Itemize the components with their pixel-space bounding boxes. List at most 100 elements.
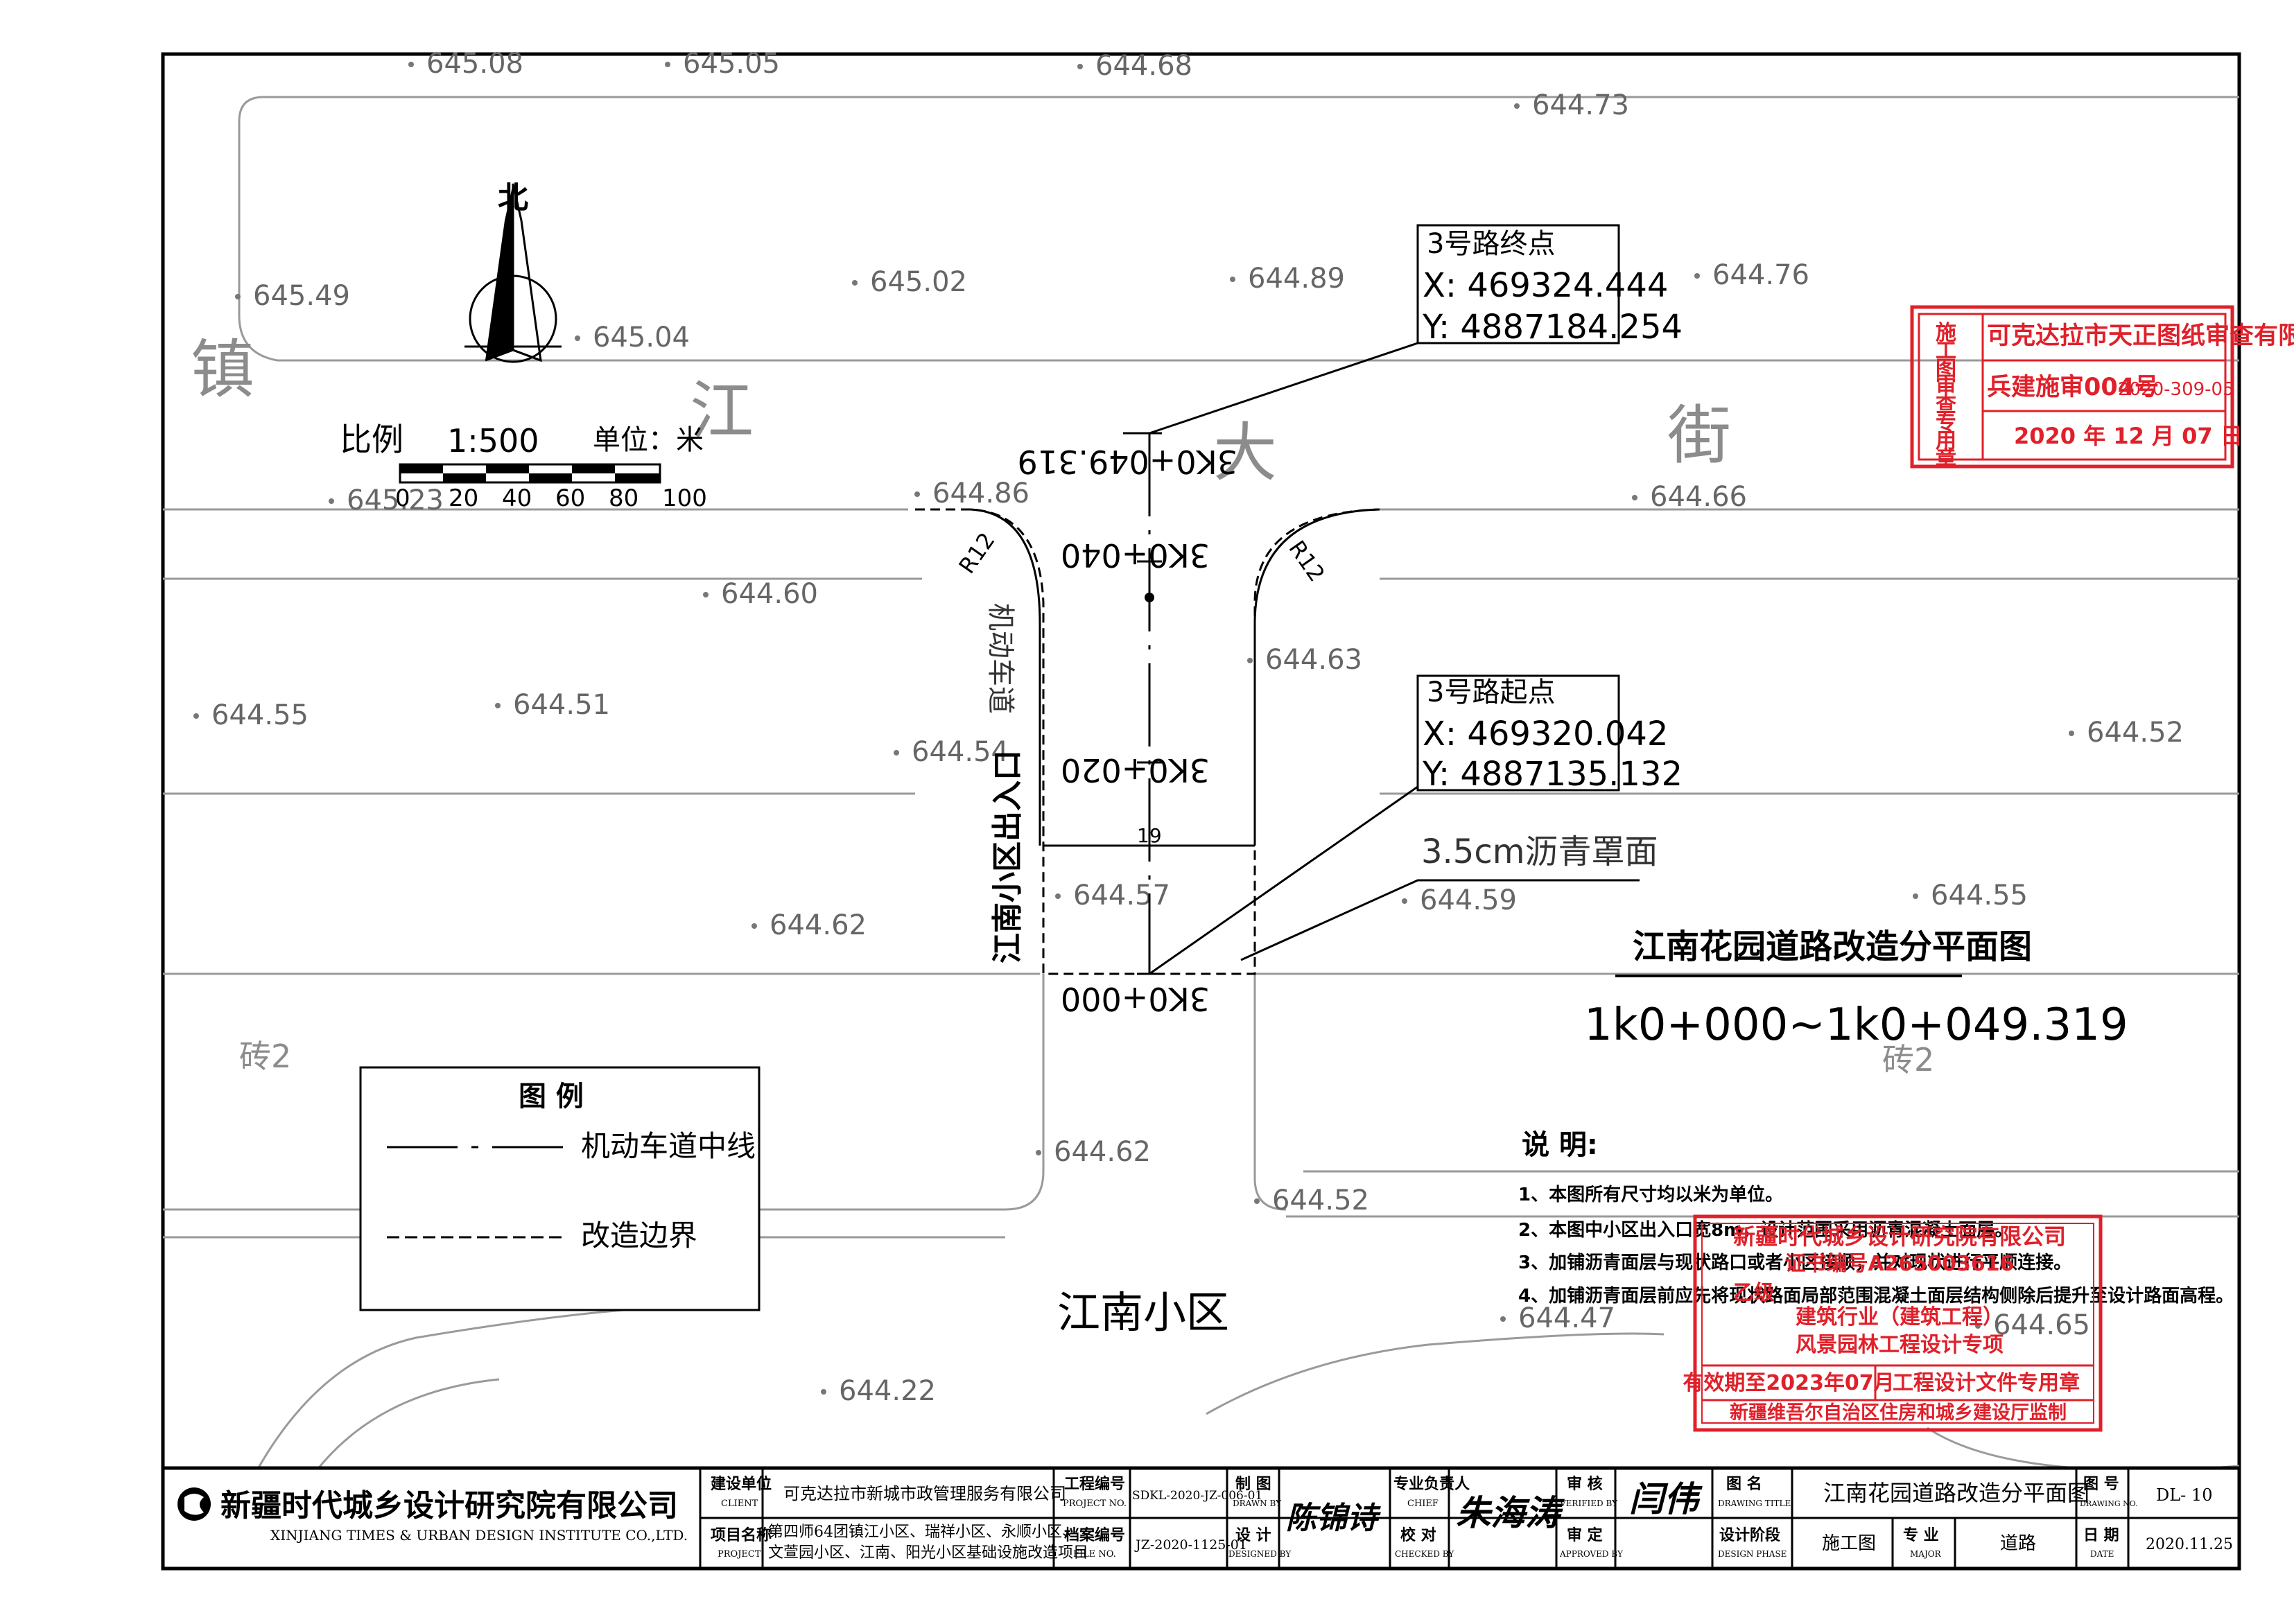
elevation-label: 644.59	[1420, 884, 1517, 916]
elevation-labels: 645.08 645.05 644.68 644.73 645.02 644.89 644.…	[193, 48, 2184, 1407]
date-label-en: DATE	[2090, 1549, 2114, 1559]
legend: 图 例 机动车道中线 改造边界	[359, 1066, 761, 1311]
date-value: 2020.11.25	[2146, 1536, 2233, 1553]
elevation-point: 645.05	[665, 48, 780, 80]
stamp-side-char: 章	[1936, 447, 1956, 471]
checked-label-en: CHECKED BY	[1395, 1549, 1454, 1559]
elevation-label: 644.57	[1073, 880, 1170, 911]
street-char: 江	[690, 374, 754, 448]
drawing-title-label-en: DRAWING TITLE	[1718, 1499, 1791, 1508]
project-line1: 第四师64团镇江小区、瑞祥小区、永顺小区、	[768, 1523, 1077, 1541]
scale-tick: 60	[555, 484, 585, 512]
approved-label: 审 定	[1567, 1526, 1603, 1544]
legend-title: 图 例	[519, 1081, 584, 1112]
project-no-label-en: PROJECT NO.	[1063, 1499, 1127, 1509]
note-4: 4、加铺沥青面层前应先将现状路面局部范围混凝土面层结构侧除后提升至设计路面高程。	[1518, 1285, 2234, 1307]
note-3: 3、加铺沥青面层与现状路口或者小区接顺，并对现状进行平顺连接。	[1518, 1252, 2071, 1273]
major-label: 专 业	[1903, 1526, 1939, 1544]
station-point	[1145, 593, 1154, 602]
seal-line7: 工程设计文件专用章	[1893, 1371, 2080, 1395]
checked-label: 校 对	[1400, 1526, 1436, 1544]
north-arrow-icon: 北	[464, 180, 562, 363]
start-point-y: Y: 4887135.132	[1422, 755, 1683, 794]
elevation-label: 645.02	[870, 266, 967, 298]
brick-label: 砖2	[239, 1038, 291, 1075]
elevation-point: 644.86	[914, 478, 1029, 509]
elevation-label: 644.63	[1265, 644, 1362, 676]
major-label-en: MAJOR	[1910, 1549, 1942, 1559]
elevation-label: 644.52	[2087, 717, 2184, 749]
elevation-label: 644.89	[1248, 263, 1345, 295]
stamp-side-char: 图	[1936, 357, 1956, 381]
elevation-label: 644.55	[211, 699, 309, 731]
signature-drafter: 陈锦诗	[1286, 1501, 1381, 1536]
date-label: 日 期	[2083, 1526, 2119, 1544]
file-no: JZ-2020-1125-01	[1134, 1537, 1247, 1553]
elevation-point: 644.68	[1077, 50, 1192, 82]
client-value: 可克达拉市新城市政管理服务有限公司	[783, 1484, 1066, 1503]
major-value: 道路	[2000, 1533, 2036, 1554]
verified-label: 审 核	[1567, 1475, 1603, 1493]
stamp-side-char: 工	[1936, 339, 1956, 363]
elevation-point: 645.08	[408, 48, 523, 80]
station-000: 3K0+000	[1061, 980, 1210, 1018]
drawing-title: 江南花园道路改造分平面图	[1823, 1480, 2089, 1506]
street-char: 大	[1213, 416, 1277, 490]
stamp-side-char: 用	[1936, 429, 1956, 453]
elevation-label: 644.73	[1532, 89, 1629, 121]
legend-boundary-label: 改造边界	[581, 1219, 697, 1252]
project-label: 项目名称	[711, 1526, 772, 1544]
seal-line6: 有效期至2023年07月	[1683, 1371, 1894, 1395]
elevation-point: 644.62	[751, 909, 867, 941]
seal-line1: 新疆时代城乡设计研究院有限公司	[1733, 1223, 2066, 1250]
brick-labels: 砖2 砖2	[239, 1038, 1934, 1079]
station-020: 3K0+020	[1061, 751, 1210, 789]
elevation-label: 645.05	[683, 48, 780, 80]
signature-verifier: 闫伟	[1629, 1478, 1703, 1519]
end-point-title: 3号路终点	[1427, 228, 1555, 260]
width-label: 19	[1137, 824, 1162, 847]
seal-line3: 乙级	[1733, 1281, 1775, 1305]
legend-centerline-label: 机动车道中线	[581, 1129, 756, 1163]
design-seal: 新疆时代城乡设计研究院有限公司 证书编号A265003616 乙级 建筑行业（建…	[1683, 1214, 2103, 1432]
brick-label: 砖2	[1882, 1041, 1934, 1079]
elevation-point: 644.54	[894, 736, 1009, 768]
file-no-label: 档案编号	[1064, 1526, 1125, 1544]
elevation-point: 644.65	[1975, 1309, 2090, 1341]
radius-label-right: R12	[1283, 536, 1330, 586]
elevation-label: 644.66	[1650, 481, 1747, 513]
elevation-point: 644.52	[1254, 1185, 1369, 1216]
radius-label-left: R12	[953, 527, 1000, 578]
renovation-boundary	[915, 508, 1380, 975]
start-point-title: 3号路起点	[1427, 676, 1555, 708]
road-side-label: 机动车道	[984, 603, 1016, 714]
project-label-en: PROJECT	[718, 1549, 761, 1560]
elevation-point: 644.51	[495, 689, 610, 721]
stamp-side-char: 查	[1936, 393, 1956, 417]
project-no-label: 工程编号	[1064, 1475, 1125, 1493]
stamp-side-char: 专	[1936, 411, 1956, 435]
scale-tick: 100	[662, 484, 707, 512]
seal-line4: 建筑行业（建筑工程）	[1796, 1305, 2004, 1329]
elevation-label: 644.86	[932, 478, 1029, 509]
start-point-box: 3号路起点 X: 469320.042 Y: 4887135.132	[1416, 674, 1683, 794]
elevation-label: 644.47	[1518, 1302, 1615, 1334]
north-label: 北	[498, 180, 528, 216]
elevation-label: 644.65	[1993, 1309, 2090, 1341]
road-design	[915, 342, 1640, 975]
street-name: 镇江大街	[191, 333, 1731, 490]
street-char: 镇	[191, 333, 254, 407]
stamp-company: 可克达拉市天正图纸审查有限公司	[1987, 322, 2294, 350]
elevation-label: 644.62	[1054, 1136, 1151, 1168]
elevation-label: 645.08	[426, 48, 523, 80]
elevation-point: 644.60	[703, 578, 818, 610]
elevation-point: 644.66	[1632, 481, 1747, 513]
elevation-point: 645.49	[235, 280, 350, 312]
stamp-side-char: 审	[1936, 375, 1956, 399]
asphalt-label: 3.5cm沥青罩面	[1421, 832, 1658, 871]
elevation-label: 644.54	[912, 736, 1009, 768]
scale-tick: 40	[502, 484, 532, 512]
elevation-point: 644.73	[1514, 89, 1629, 121]
scale-tick: 20	[449, 484, 478, 512]
